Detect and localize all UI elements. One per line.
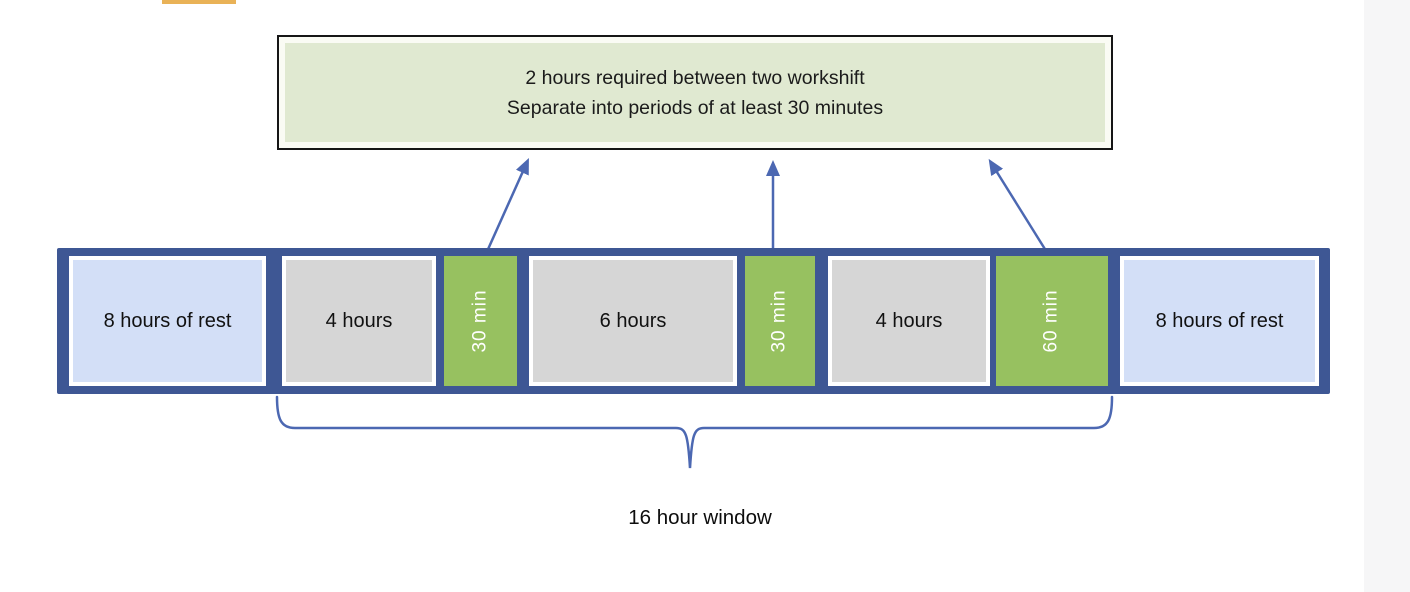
segment-label: 4 hours [325, 309, 393, 332]
segment-label: 6 hours [599, 309, 667, 332]
note-line-2: Separate into periods of at least 30 min… [506, 96, 884, 119]
segment-rest-left: 8 hours of rest [69, 256, 266, 386]
segment-work-4h-1: 4 hours [282, 256, 436, 386]
segment-label: 4 hours [875, 309, 943, 332]
segment-break-30min-1: 30 min [444, 256, 517, 386]
right-edge-panel [1364, 0, 1410, 592]
segment-label: 60 min [1041, 289, 1062, 353]
segment-label: 30 min [769, 289, 790, 353]
window-label: 16 hour window [628, 506, 772, 529]
segment-work-6h: 6 hours [529, 256, 737, 386]
window-brace [275, 395, 1114, 469]
segment-label: 8 hours of rest [1155, 309, 1284, 332]
segment-rest-right: 8 hours of rest [1120, 256, 1319, 386]
arrow-connector-break3 [988, 158, 1050, 255]
note-line-1: 2 hours required between two workshift [525, 66, 865, 89]
segment-label: 8 hours of rest [103, 309, 232, 332]
arrow-connector-break1 [483, 158, 529, 257]
segment-break-60min: 60 min [996, 256, 1108, 386]
rest-rule-note-box: 2 hours required between two workshift S… [277, 35, 1113, 150]
segment-label: 30 min [469, 289, 491, 353]
timeline-bar: 8 hours of rest 4 hours 30 min 6 hours 3… [57, 248, 1330, 394]
segment-work-4h-2: 4 hours [828, 256, 990, 386]
segment-break-30min-2: 30 min [745, 256, 815, 386]
top-accent-strip [162, 0, 236, 4]
